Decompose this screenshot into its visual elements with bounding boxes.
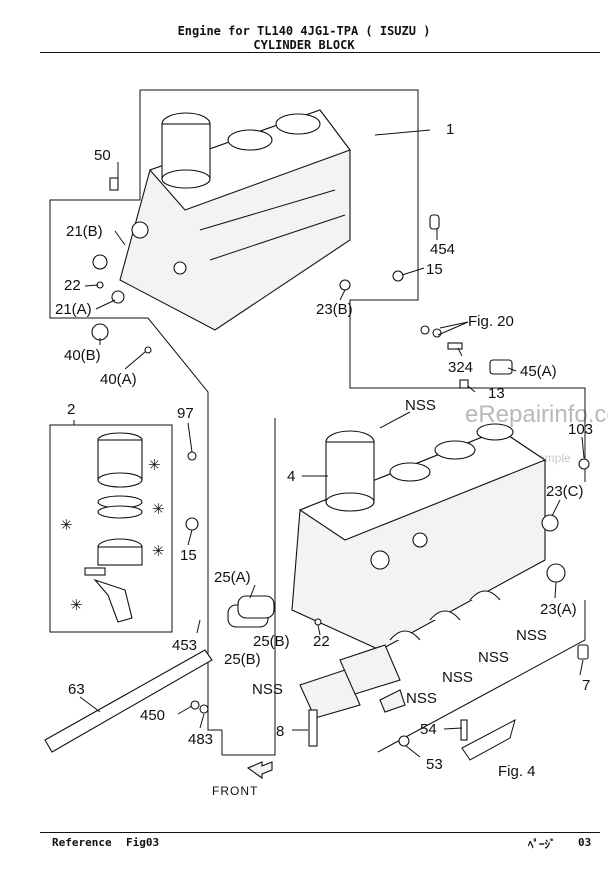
lower-right-frame [377, 600, 586, 753]
header-rule [40, 52, 600, 53]
callout-nss-2: NSS [478, 649, 509, 666]
callout-23a: 23(A) [540, 601, 577, 618]
lower-frame [221, 418, 276, 756]
asterisk-mark: ✳ [148, 457, 161, 474]
callout-23b: 23(B) [316, 301, 353, 318]
front-label: FRONT [212, 784, 258, 798]
callout-nss-5: NSS [406, 690, 437, 707]
callout-63: 63 [68, 681, 85, 698]
callout-45a: 45(A) [520, 363, 557, 380]
header-title-line1: Engine for TL140 4JG1-TPA ( ISUZU ) [177, 24, 431, 38]
bearing-caps [299, 644, 406, 719]
callout-324: 324 [448, 359, 473, 376]
callout-15-upper: 15 [426, 261, 443, 278]
front-arrow-icon [246, 761, 273, 780]
callout-40a: 40(A) [100, 371, 137, 388]
callout-22-lower: 22 [313, 633, 330, 650]
callout-fig4: Fig. 4 [498, 763, 536, 780]
callout-1: 1 [446, 121, 454, 138]
callout-21a: 21(A) [55, 301, 92, 318]
callout-2: 2 [67, 401, 75, 418]
callout-25b-left: 25(B) [224, 651, 261, 668]
upper-left-frame [49, 90, 222, 731]
callout-13: 13 [488, 385, 505, 402]
callout-15-lower: 15 [180, 547, 197, 564]
camshaft-part [44, 649, 213, 753]
callout-25b-right: 25(B) [253, 633, 290, 650]
callout-50: 50 [94, 147, 111, 164]
asterisk-mark: ✳ [70, 597, 83, 614]
callout-103: 103 [568, 421, 593, 438]
footer-page-label: ﾍﾟｰｼﾞ [528, 838, 556, 851]
callout-nss-3: NSS [442, 669, 473, 686]
callout-7: 7 [582, 677, 590, 694]
callout-8: 8 [276, 723, 284, 740]
piston-kit-box [49, 424, 173, 633]
footer-rule [40, 832, 600, 833]
callout-453: 453 [172, 637, 197, 654]
callout-40b: 40(B) [64, 347, 101, 364]
callout-23c: 23(C) [546, 483, 584, 500]
footer-page-number: 03 [578, 836, 592, 849]
small-parts [91, 177, 590, 761]
callout-97: 97 [177, 405, 194, 422]
callout-22: 22 [64, 277, 81, 294]
watermark-site: eRepairinfo.com [465, 401, 608, 428]
callout-25a: 25(A) [214, 569, 251, 586]
callout-nss-4: NSS [252, 681, 283, 698]
callout-450: 450 [140, 707, 165, 724]
callout-483: 483 [188, 731, 213, 748]
callout-nss-1: NSS [516, 627, 547, 644]
callout-454: 454 [430, 241, 455, 258]
asterisk-mark: ✳ [60, 517, 73, 534]
upper-frame [140, 89, 586, 482]
callout-53: 53 [426, 756, 443, 773]
asterisk-mark: ✳ [152, 543, 165, 560]
upper-cylinder-block [119, 109, 351, 331]
callout-fig20: Fig. 20 [468, 313, 514, 330]
asterisk-mark: ✳ [152, 501, 165, 518]
callout-54: 54 [420, 721, 437, 738]
footer-fig: Fig03 [126, 836, 160, 849]
header-title-line2: CYLINDER BLOCK [253, 38, 355, 52]
callout-21b: 21(B) [66, 223, 103, 240]
lower-cylinder-block [291, 423, 547, 651]
footer-reference: Reference [52, 836, 112, 849]
leader-lines [73, 129, 585, 758]
callout-4: 4 [287, 468, 295, 485]
callout-nss-top: NSS [405, 397, 436, 414]
piston-kit-parts [84, 432, 143, 623]
